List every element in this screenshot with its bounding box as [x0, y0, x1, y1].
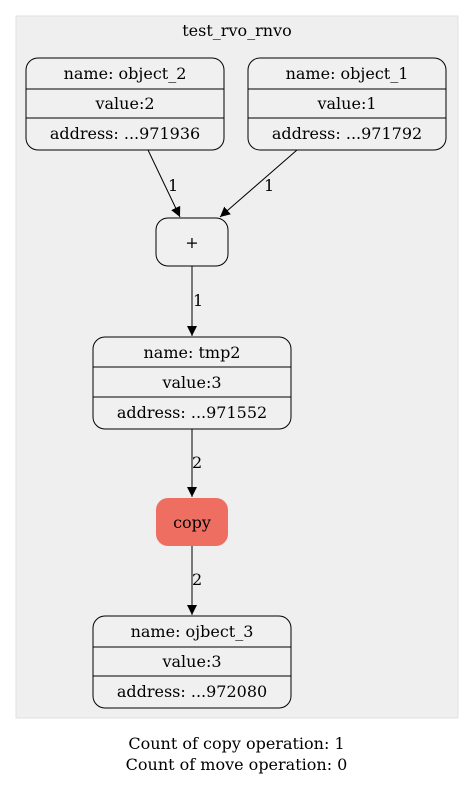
edge-copy-to-ojbect-3: 2 [187, 546, 202, 615]
copy-operation-count: Count of copy operation: 1 [128, 734, 345, 753]
node-ojbect-3-name: name: ojbect_3 [131, 622, 254, 641]
node-object-1-name: name: object_1 [286, 64, 409, 83]
edge-label: 1 [193, 291, 203, 310]
node-object-2[interactable]: name: object_2 value:2 address: ...97193… [25, 57, 225, 151]
node-ojbect-3-address: address: ...972080 [117, 682, 267, 701]
node-tmp2-value: value:3 [161, 373, 221, 392]
edge-line [219, 149, 298, 218]
edge-tmp2-to-copy: 2 [187, 429, 202, 497]
edge-object-1-to-plus: 1 [219, 149, 298, 218]
move-operation-count: Count of move operation: 0 [125, 755, 348, 774]
edge-object-2-to-plus: 1 [147, 149, 181, 218]
edge-label: 2 [192, 570, 202, 589]
edge-label: 1 [264, 176, 274, 195]
node-copy[interactable]: copy [156, 498, 228, 546]
node-copy-box [156, 498, 228, 546]
edge-label: 2 [192, 453, 202, 472]
node-object-2-box [25, 57, 225, 151]
node-object-2-address: address: ...971936 [50, 124, 200, 143]
node-ojbect-3-box [92, 615, 292, 709]
node-ojbect-3[interactable]: name: ojbect_3 value:3 address: ...97208… [92, 615, 292, 709]
node-tmp2-address: address: ...971552 [117, 403, 267, 422]
node-ojbect-3-value: value:3 [161, 652, 221, 671]
cluster-title: test_rvo_rnvo [182, 21, 291, 40]
node-object-2-value: value:2 [94, 94, 154, 113]
node-object-2-name: name: object_2 [64, 64, 187, 83]
edge-label: 1 [168, 176, 178, 195]
node-tmp2[interactable]: name: tmp2 value:3 address: ...971552 [92, 336, 292, 430]
node-plus-label: + [185, 233, 198, 252]
node-object-1-value: value:1 [316, 94, 376, 113]
node-copy-label: copy [173, 513, 211, 532]
node-object-1[interactable]: name: object_1 value:1 address: ...97179… [247, 57, 447, 151]
node-object-1-address: address: ...971792 [272, 124, 422, 143]
edge-line [147, 149, 181, 218]
node-plus[interactable]: + [155, 217, 229, 267]
node-object-1-box [247, 57, 447, 151]
node-tmp2-name: name: tmp2 [144, 343, 241, 362]
edge-plus-to-tmp2: 1 [187, 266, 203, 336]
